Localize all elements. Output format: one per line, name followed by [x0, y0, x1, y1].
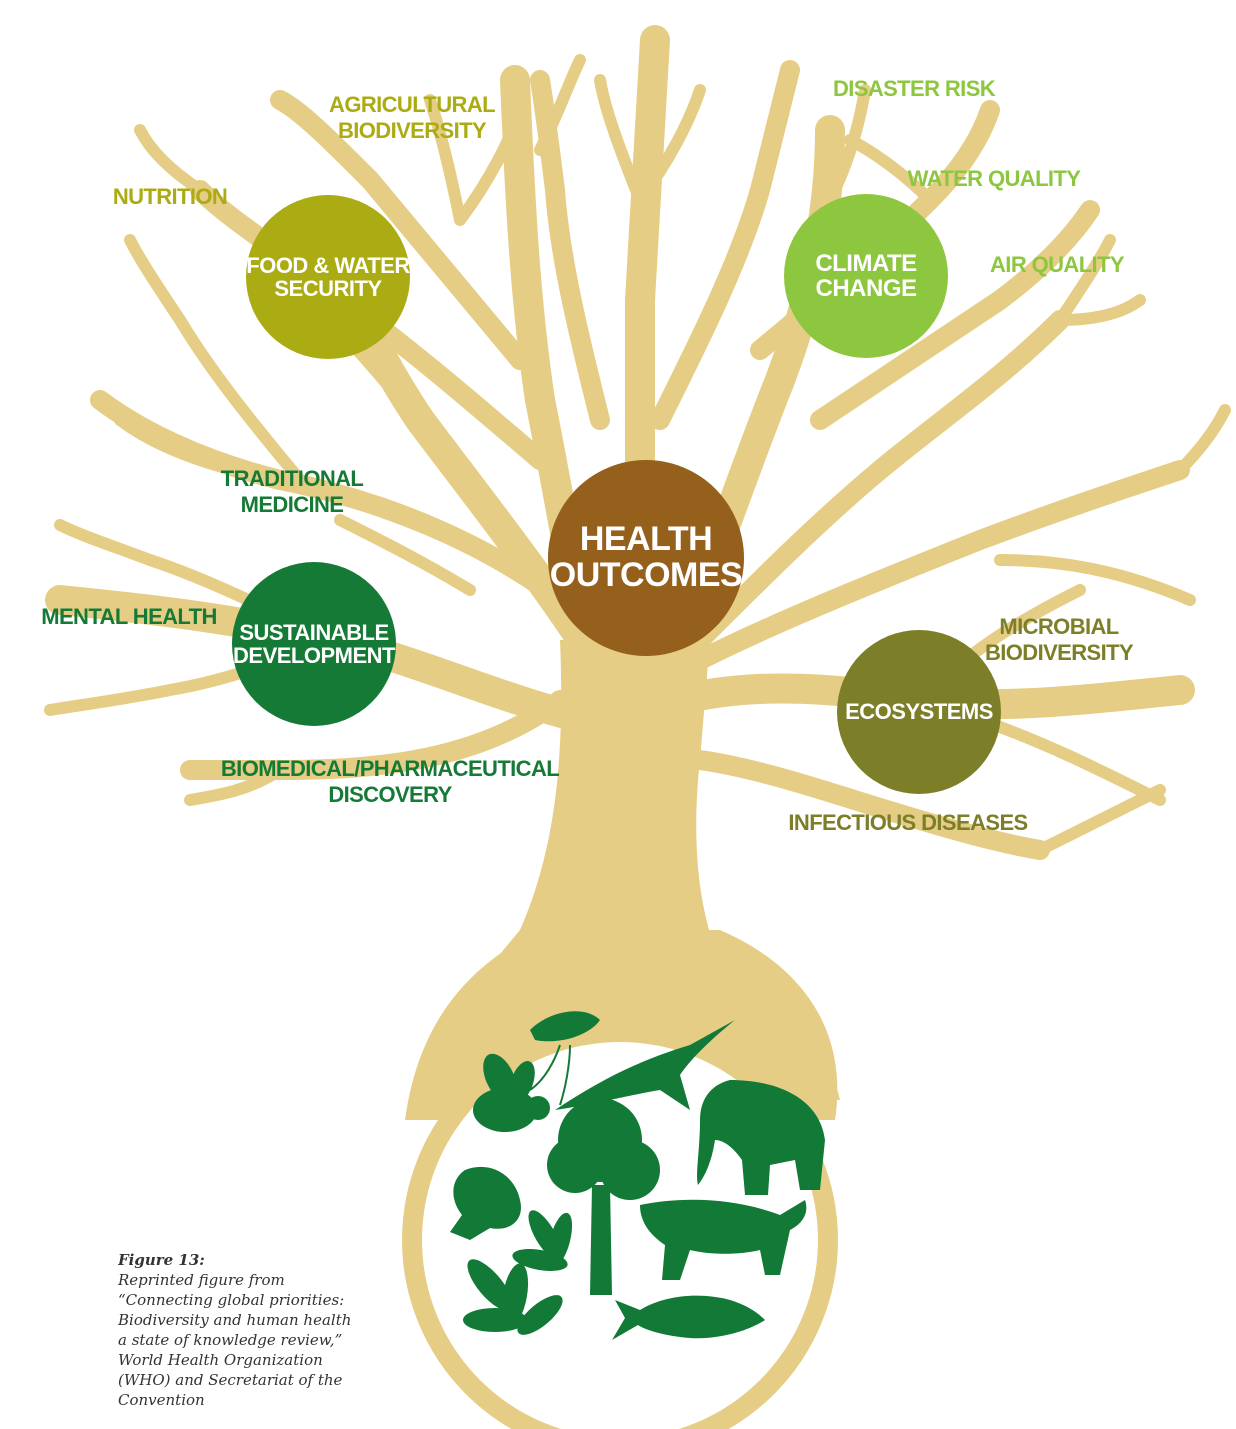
frog-icon [450, 1166, 521, 1240]
label-microbial-biodiversity: MICROBIAL BIODIVERSITY [984, 614, 1134, 666]
fish-icon [612, 1295, 765, 1340]
hub-ecosystems: ECOSYSTEMS [837, 630, 1001, 794]
hub-climate-change: CLIMATE CHANGE [784, 194, 948, 358]
label-mental-health: MENTAL HEALTH [41, 604, 217, 629]
elephant-icon [697, 1080, 825, 1195]
hub-sustainable-development: SUSTAINABLE DEVELOPMENT [232, 562, 396, 726]
bird-icon [555, 1020, 735, 1110]
label-water-quality: WATER QUALITY [907, 166, 1081, 191]
figure-caption: Figure 13: Reprinted figure from “Connec… [118, 1250, 358, 1429]
caption-text: Reprinted figure from “Connecting global… [118, 1271, 352, 1409]
label-biomedical-discovery: BIOMEDICAL/PHARMACEUTICAL DISCOVERY [220, 756, 560, 808]
bee-icon [473, 1053, 550, 1132]
label-disaster-risk: DISASTER RISK [832, 76, 996, 101]
hub-health-outcomes: HEALTH OUTCOMES [548, 460, 744, 656]
label-agricultural-biodiversity: AGRICULTURAL BIODIVERSITY [329, 92, 496, 144]
biodiversity-icons [450, 1011, 825, 1340]
label-traditional-medicine: TRADITIONAL MEDICINE [220, 466, 364, 518]
label-infectious-diseases: INFECTIOUS DISEASES [788, 810, 1028, 835]
tiger-icon [640, 1199, 807, 1280]
hub-food-water-security: FOOD & WATER SECURITY [246, 195, 410, 359]
tree-icon [547, 1098, 660, 1295]
label-nutrition: NUTRITION [112, 184, 228, 209]
caption-title: Figure 13: [118, 1251, 205, 1269]
tree-branches [44, 25, 1231, 1120]
label-air-quality: AIR QUALITY [990, 252, 1125, 277]
shrimp-icon [529, 1011, 600, 1106]
leaves-icon [463, 1259, 563, 1335]
plant-icon [512, 1210, 573, 1271]
